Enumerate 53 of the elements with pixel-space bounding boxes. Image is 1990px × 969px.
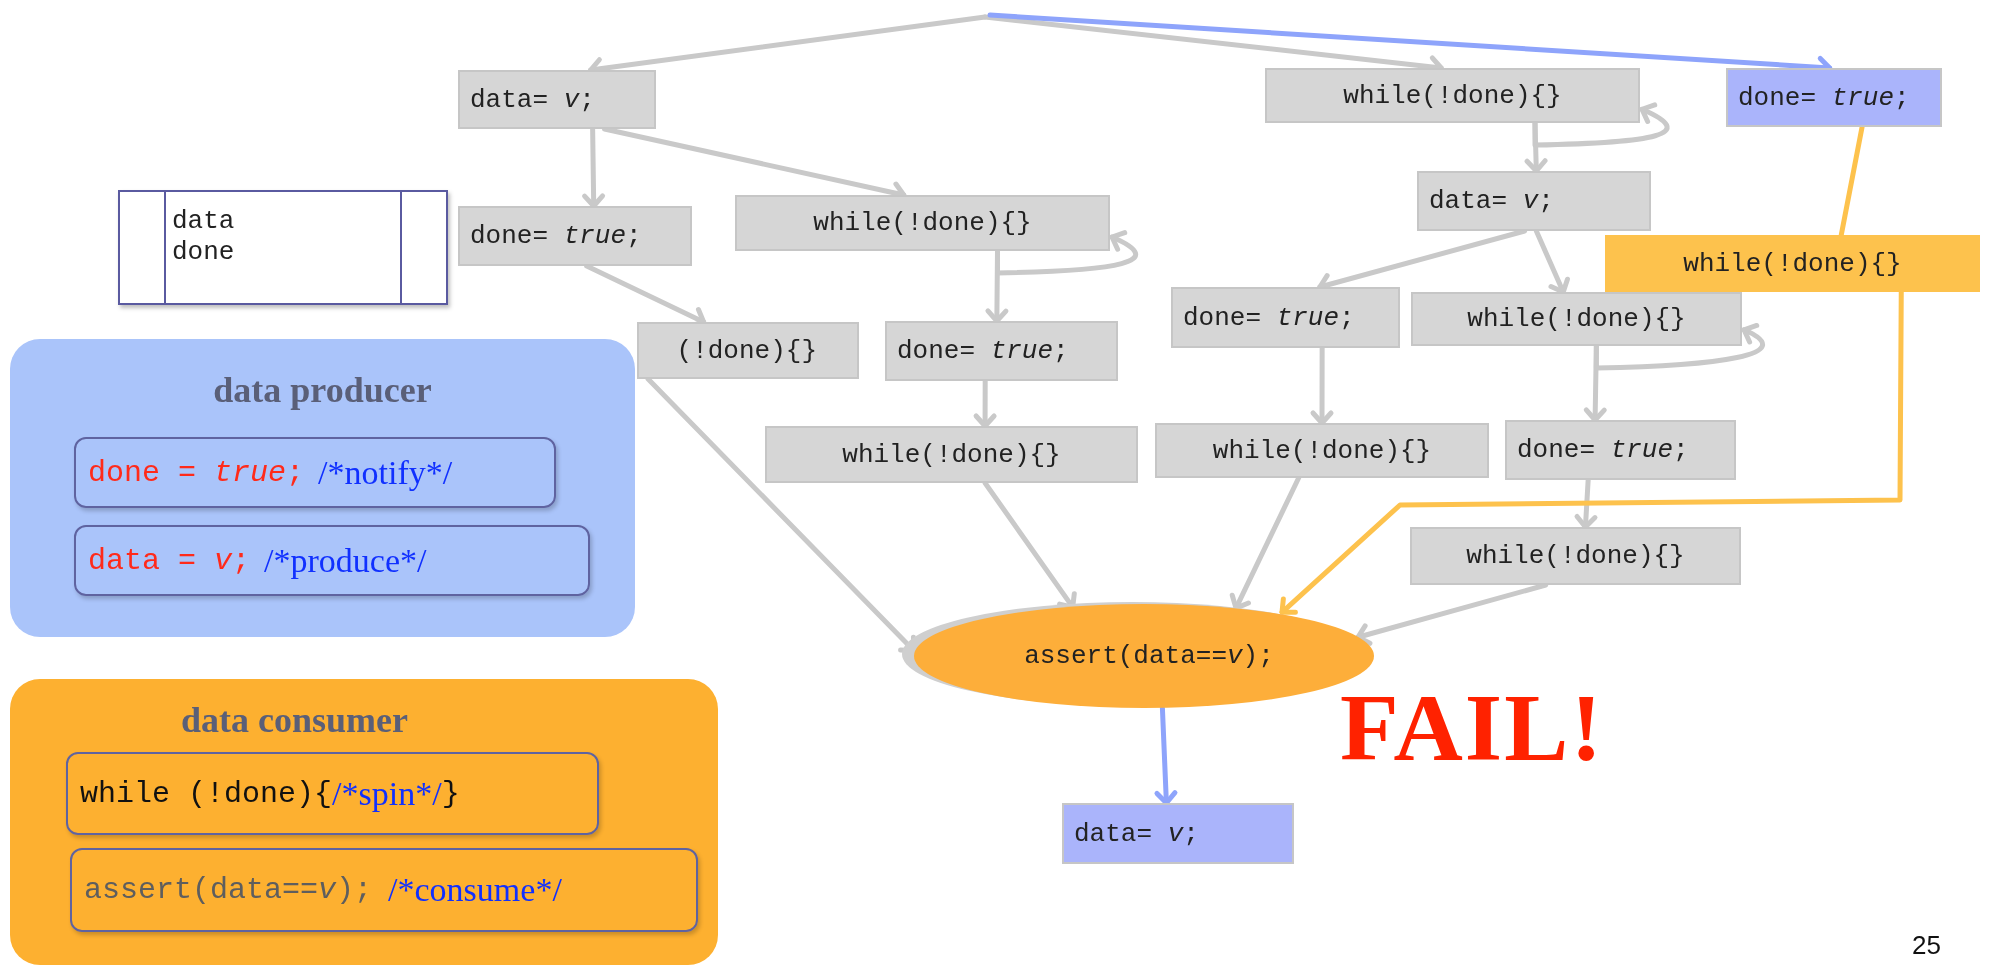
code-box	[1155, 423, 1489, 478]
code-text: while(!done){}	[1212, 435, 1432, 466]
code-text: done = true;	[88, 455, 305, 490]
code-text: while(!done){}	[1343, 80, 1562, 111]
code-text: while(!done){}	[842, 439, 1061, 470]
code-text: while (!done){	[80, 776, 333, 811]
code-text: data= v;	[1429, 186, 1554, 216]
code-box	[1726, 68, 1942, 127]
code-comment: /*consume*/	[388, 871, 562, 909]
code-box	[735, 195, 1110, 251]
variable-name: data	[172, 206, 235, 238]
page-number: 25	[1912, 930, 1941, 961]
code-box	[765, 426, 1138, 483]
code-text: data= v;	[470, 84, 595, 115]
code-box	[1411, 292, 1742, 346]
code-text: assert(data==v);	[1024, 641, 1274, 671]
code-text: done= true;	[897, 336, 1069, 366]
code-comment: /*produce*/	[264, 541, 427, 580]
code-text: while(!done){}	[1466, 541, 1685, 571]
code-box	[458, 206, 692, 266]
panel-title: data consumer	[181, 699, 408, 741]
code-text: done= true;	[1738, 82, 1910, 113]
code-text: while(!done){}	[813, 208, 1032, 238]
code-box	[1417, 171, 1651, 231]
arrow	[985, 248, 1009, 324]
fail-label: FAIL!	[1340, 673, 1605, 783]
code-box	[1605, 235, 1980, 292]
code-text: done= true;	[470, 221, 642, 251]
code-comment: /*spin*/	[332, 774, 442, 813]
code-comment: /*notify*/	[318, 453, 453, 492]
code-box	[1410, 527, 1741, 585]
arrow	[1154, 705, 1178, 806]
code-box	[1062, 803, 1294, 864]
code-box	[1265, 68, 1640, 123]
producer-panel	[10, 339, 635, 637]
code-box	[458, 70, 656, 129]
code-box	[1505, 420, 1736, 480]
code-box	[885, 321, 1118, 381]
code-text: assert(data==v);	[84, 873, 373, 907]
code-text: (!done){}	[676, 335, 817, 366]
code-text: done= true;	[1517, 435, 1689, 465]
code-text: while(!done){}	[1683, 248, 1902, 279]
code-text: }	[441, 776, 460, 811]
memory-box	[118, 190, 448, 305]
consumer-panel	[10, 679, 718, 965]
code-box	[637, 322, 859, 379]
code-text: while(!done){}	[1467, 304, 1686, 334]
panel-title: data producer	[213, 369, 432, 411]
variable-name: done	[172, 237, 235, 269]
code-text: data= v;	[1074, 818, 1199, 849]
code-text: data = v;	[88, 543, 251, 578]
code-box	[1171, 287, 1400, 348]
code-text: done= true;	[1183, 302, 1355, 333]
